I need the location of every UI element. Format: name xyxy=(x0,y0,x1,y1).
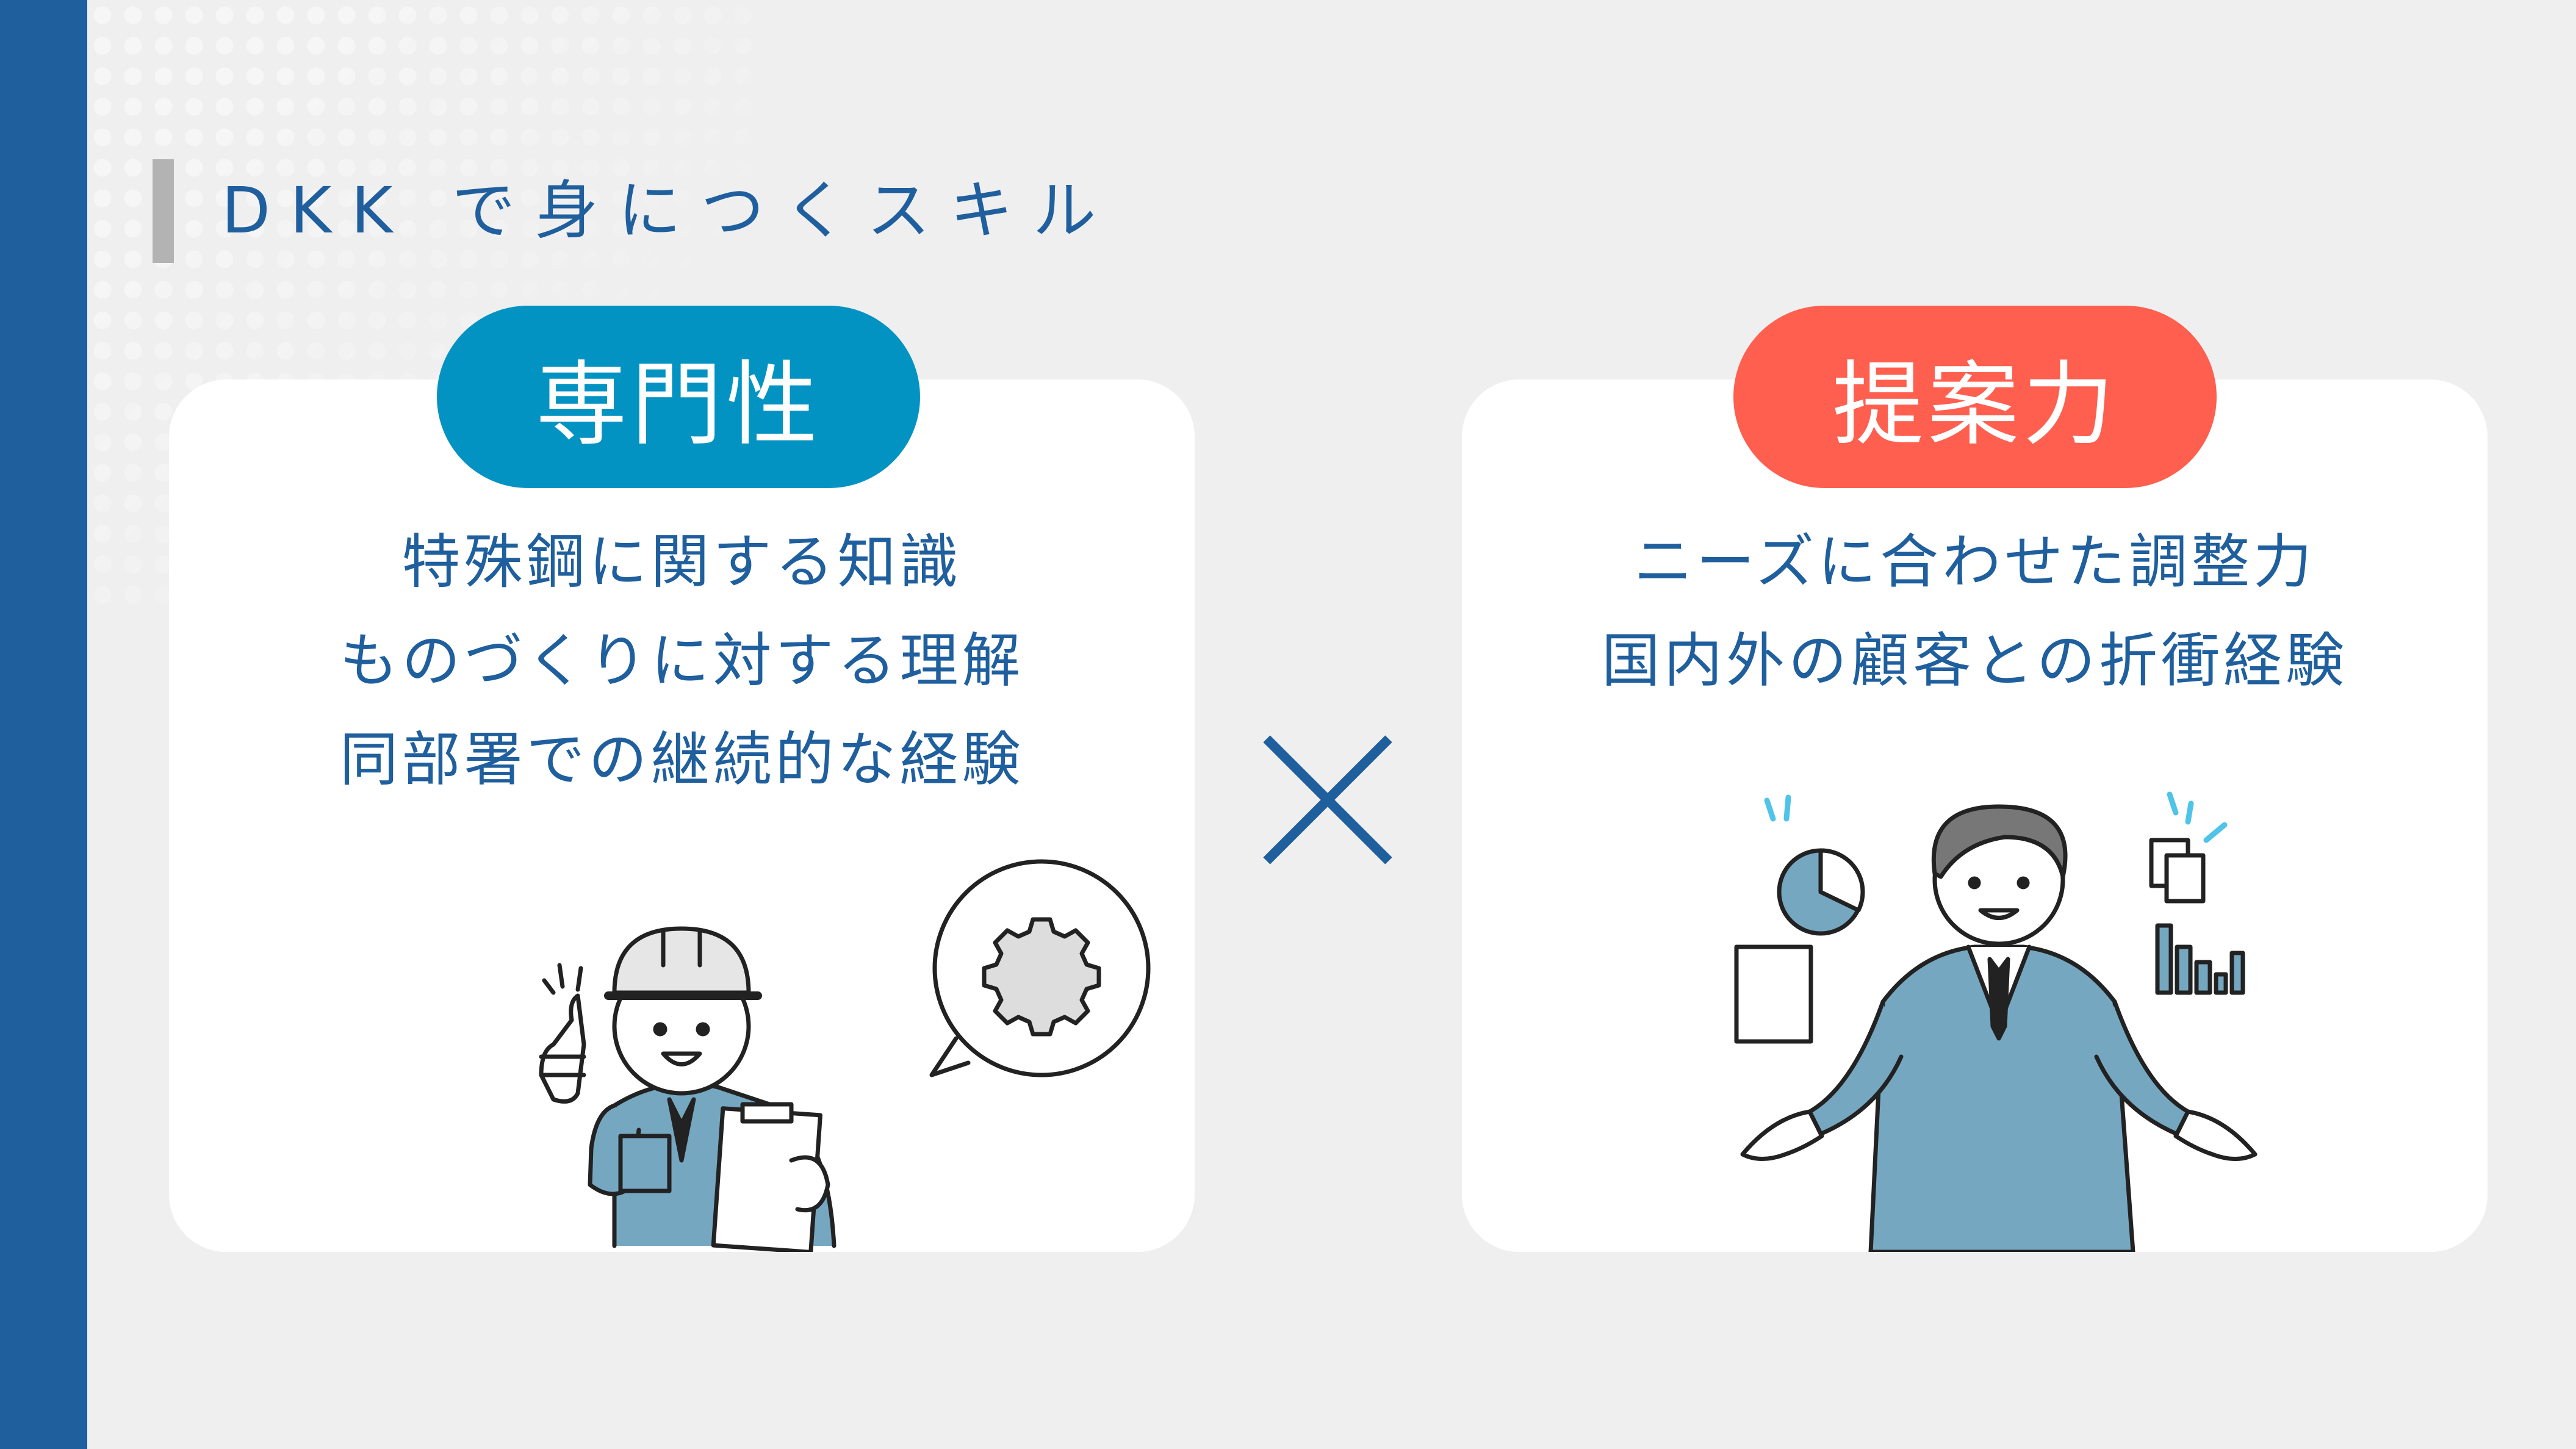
expertise-item: 同部署での継続的な経験 xyxy=(339,725,1024,794)
document-icon xyxy=(1734,944,1813,1044)
proposal-card: ニーズに合わせた調整力 国内外の顧客との折衝経験 xyxy=(1462,379,2488,1252)
gear-icon xyxy=(982,917,1101,1037)
page-title: DKK で身につくスキル xyxy=(221,173,1116,248)
proposal-badge: 提案力 xyxy=(1733,306,2217,488)
sidebar-accent-bar xyxy=(0,0,87,1449)
pie-chart-icon xyxy=(1777,848,1865,936)
businessman-illustration xyxy=(1734,791,2258,1252)
bar-chart-icon xyxy=(2155,923,2245,995)
proposal-item: 国内外の顧客との折衝経験 xyxy=(1601,627,2348,695)
expertise-item: 特殊鋼に関する知識 xyxy=(401,528,962,596)
proposal-item: ニーズに合わせた調整力 xyxy=(1633,528,2316,596)
expertise-item: ものづくりに対する理解 xyxy=(339,627,1024,695)
title-marker xyxy=(153,159,174,263)
multiply-icon xyxy=(1263,735,1392,865)
expertise-card: 特殊鋼に関する知識 ものづくりに対する理解 同部署での継続的な経験 xyxy=(169,379,1195,1252)
expertise-list: 特殊鋼に関する知識 ものづくりに対する理解 同部署での継続的な経験 xyxy=(169,512,1195,809)
expertise-badge: 専門性 xyxy=(437,306,920,488)
proposal-list: ニーズに合わせた調整力 国内外の顧客との折衝経験 xyxy=(1462,512,2488,710)
worker-illustration xyxy=(539,859,1151,1252)
